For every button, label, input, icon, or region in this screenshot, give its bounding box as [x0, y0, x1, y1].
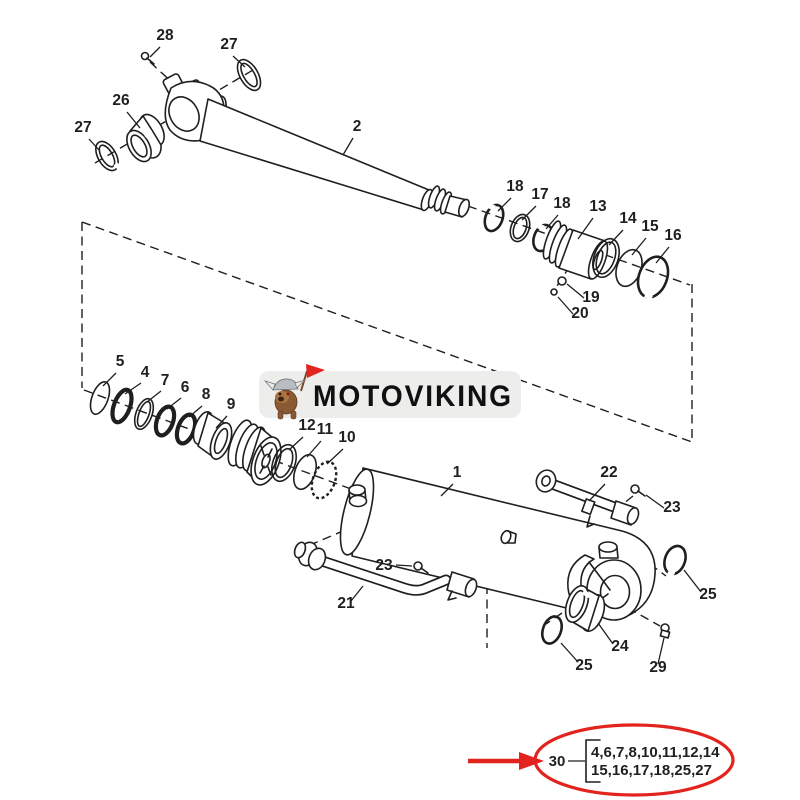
kit-part-label-30: 30: [549, 753, 566, 770]
red-highlight-ellipse: [533, 723, 735, 797]
kit-contents-line2: 15,16,17,18,25,27: [591, 762, 712, 779]
check-ball-19: [557, 276, 567, 286]
part-label-18: 18: [506, 178, 524, 195]
part-label-6: 6: [181, 379, 190, 396]
barrel-plug: [500, 529, 517, 545]
part-label-28: 28: [156, 27, 174, 44]
part-label-15: 15: [641, 218, 659, 235]
part-label-19: 19: [582, 289, 600, 306]
ring-4: [110, 387, 134, 425]
watermark-logo: MOTOVIKING: [259, 364, 521, 420]
part-label-23: 23: [663, 499, 681, 516]
cylinder-head: [227, 419, 282, 486]
part-label-25: 25: [575, 657, 593, 674]
ring-17: [509, 213, 531, 243]
ring-7: [133, 397, 155, 431]
part-label-24: 24: [611, 638, 629, 655]
part-label-23: 23: [375, 557, 393, 574]
oil-tube-22: [535, 469, 640, 528]
grease-fitting-29: [659, 623, 671, 639]
bolt-23-a: [413, 561, 429, 574]
watermark-text: MOTOVIKING: [313, 380, 513, 413]
ring-5: [89, 380, 111, 416]
part-label-5: 5: [116, 353, 125, 370]
backup-ring-10: [310, 460, 338, 500]
part-label-14: 14: [619, 210, 637, 227]
clevis-port-fitting: [598, 541, 619, 559]
check-ball-20: [550, 288, 558, 296]
kit-contents-line1: 4,6,7,8,10,11,12,14: [591, 744, 720, 761]
tube21-end-fitting: [446, 571, 478, 601]
part-label-2: 2: [353, 118, 362, 135]
snap-ring-25-upper: [663, 544, 687, 578]
part-label-25: 25: [699, 586, 717, 603]
lower-axis-line: [83, 389, 379, 500]
ring-12: [270, 443, 298, 483]
bushing-26: [126, 113, 165, 163]
tube21-fit-line: [295, 524, 358, 552]
viking-dog-icon: [263, 364, 325, 420]
part-label-7: 7: [161, 372, 170, 389]
kit-note: 30 4,6,7,8,10,11,12,14 15,16,17,18,25,27: [468, 723, 735, 797]
part-label-17: 17: [531, 186, 548, 203]
ring-11: [292, 453, 318, 491]
logo-background: [259, 371, 521, 418]
bushing-24: [564, 585, 606, 632]
part-label-22: 22: [600, 464, 617, 481]
tube22-clamp: [581, 498, 596, 528]
tube22-end-fitting: [610, 500, 640, 526]
bolt-23-b: [630, 484, 646, 497]
oil-tube-21: [293, 541, 478, 601]
part-labels: 28 27 26 27 2 18 17 18 13 14 15 16 19 20…: [74, 27, 717, 676]
ring-6: [153, 404, 177, 438]
part-label-1: 1: [453, 464, 462, 481]
clevis-end: [567, 541, 642, 621]
boundary-diagonal-line: [81, 221, 693, 443]
part-label-29: 29: [649, 659, 667, 676]
rod-assembly: [95, 51, 670, 301]
piston-rod-2: [199, 98, 471, 218]
part-label-26: 26: [112, 92, 130, 109]
bushing24-axis-line: [545, 612, 563, 625]
tube22-banjo-eye: [535, 469, 557, 493]
part-label-27: 27: [74, 119, 91, 136]
part-label-16: 16: [664, 227, 682, 244]
cylinder-barrel-1: [339, 467, 656, 621]
snap-ring-16: [636, 255, 670, 301]
part-label-18: 18: [553, 195, 571, 212]
kit-note-bracket: [585, 739, 601, 783]
bolt-28: [140, 51, 155, 65]
snap-ring-27-right: [236, 58, 262, 92]
part-label-27: 27: [220, 36, 237, 53]
part-label-13: 13: [589, 198, 607, 215]
leader-lines: [88, 46, 702, 665]
barrel-port-fitting: [348, 484, 368, 508]
part-label-10: 10: [338, 429, 355, 446]
part-label-20: 20: [571, 305, 588, 322]
red-arrow-head: [519, 752, 544, 770]
snap-ring-25-lower: [540, 615, 565, 647]
part-label-11: 11: [317, 421, 334, 438]
part-label-21: 21: [337, 595, 355, 612]
part-label-8: 8: [202, 386, 211, 403]
part-label-4: 4: [141, 364, 150, 381]
part-label-12: 12: [298, 417, 315, 434]
barrel-assembly: [89, 380, 687, 647]
piston-seal-stack: [483, 203, 670, 301]
snap-ring-27-left: [95, 140, 122, 172]
gland-seal-rings: [89, 380, 233, 460]
part-label-9: 9: [227, 396, 236, 413]
snap-ring-18-a: [483, 203, 505, 233]
